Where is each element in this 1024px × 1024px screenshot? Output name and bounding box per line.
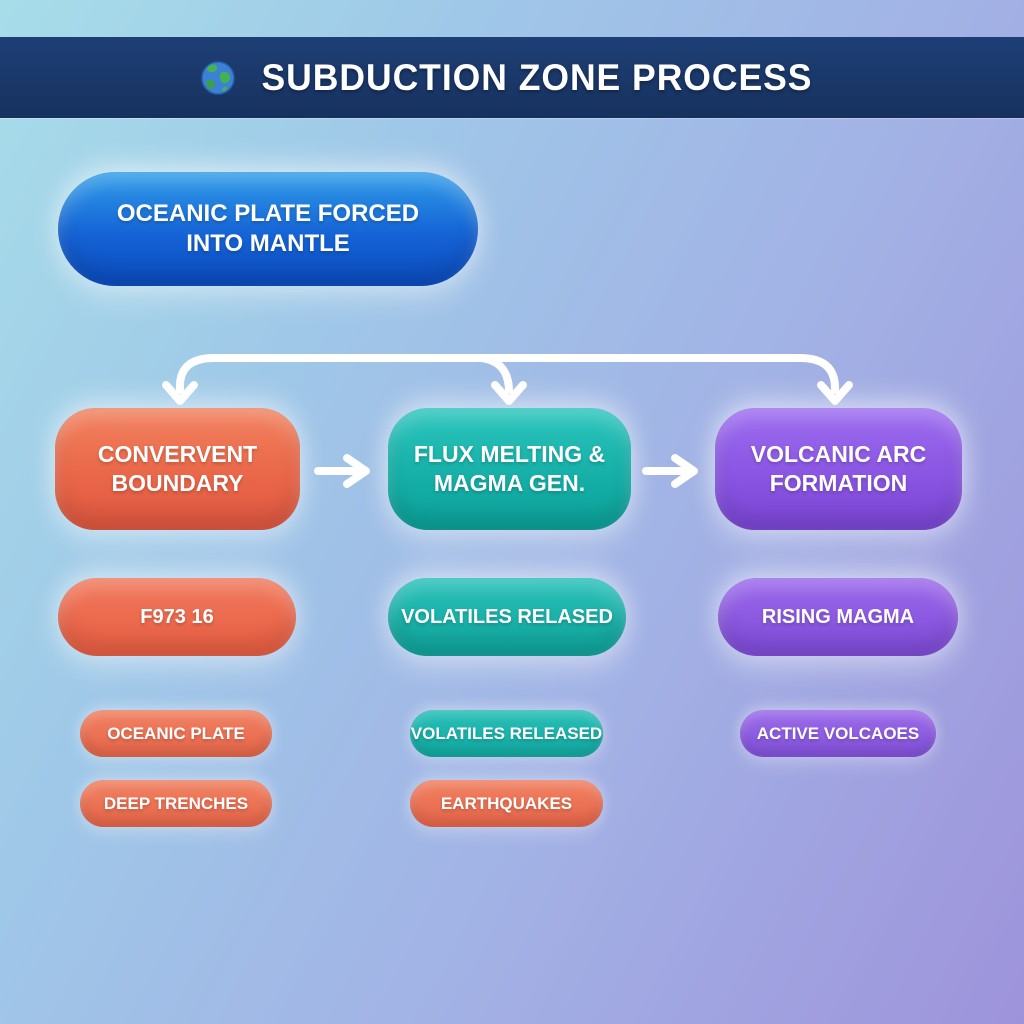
- branch-line: [175, 354, 840, 394]
- globe-icon: [201, 60, 235, 95]
- tag-earthquakes: EARTHQUAKES: [410, 780, 603, 827]
- flow-arrow-1-head: [343, 454, 370, 488]
- tag-volatiles-released: VOLATILES RELEASED: [410, 710, 603, 757]
- pill-rising-magma: RISING MAGMA: [718, 578, 958, 656]
- tag-active-volcaoes: ACTIVE VOLCAOES: [740, 710, 936, 757]
- pill-volatiles-relased: VOLATILES RELASED: [388, 578, 626, 656]
- tag-oceanic-plate: OCEANIC PLATE: [80, 710, 272, 757]
- node-convergent-boundary: CONVERVENT BOUNDARY: [55, 408, 300, 530]
- header-bar: SUBDUCTION ZONE PROCESS: [0, 37, 1024, 118]
- branch-line-middle: [477, 354, 513, 394]
- node-volcanic-arc-formation: VOLCANIC ARC FORMATION: [715, 408, 962, 530]
- node-flux-melting-magma-gen: FLUX MELTING & MAGMA GEN.: [388, 408, 631, 530]
- flow-arrow-2-head: [671, 454, 698, 488]
- pill-f973-16: F973 16: [58, 578, 296, 656]
- tag-deep-trenches: DEEP TRENCHES: [80, 780, 272, 827]
- down-arrowhead-middle: [491, 381, 527, 405]
- node-oceanic-plate-forced: OCEANIC PLATE FORCED INTO MANTLE: [58, 172, 478, 286]
- down-arrowhead-left: [162, 381, 198, 405]
- page-title: SUBDUCTION ZONE PROCESS: [261, 56, 813, 98]
- down-arrowhead-right: [817, 381, 853, 405]
